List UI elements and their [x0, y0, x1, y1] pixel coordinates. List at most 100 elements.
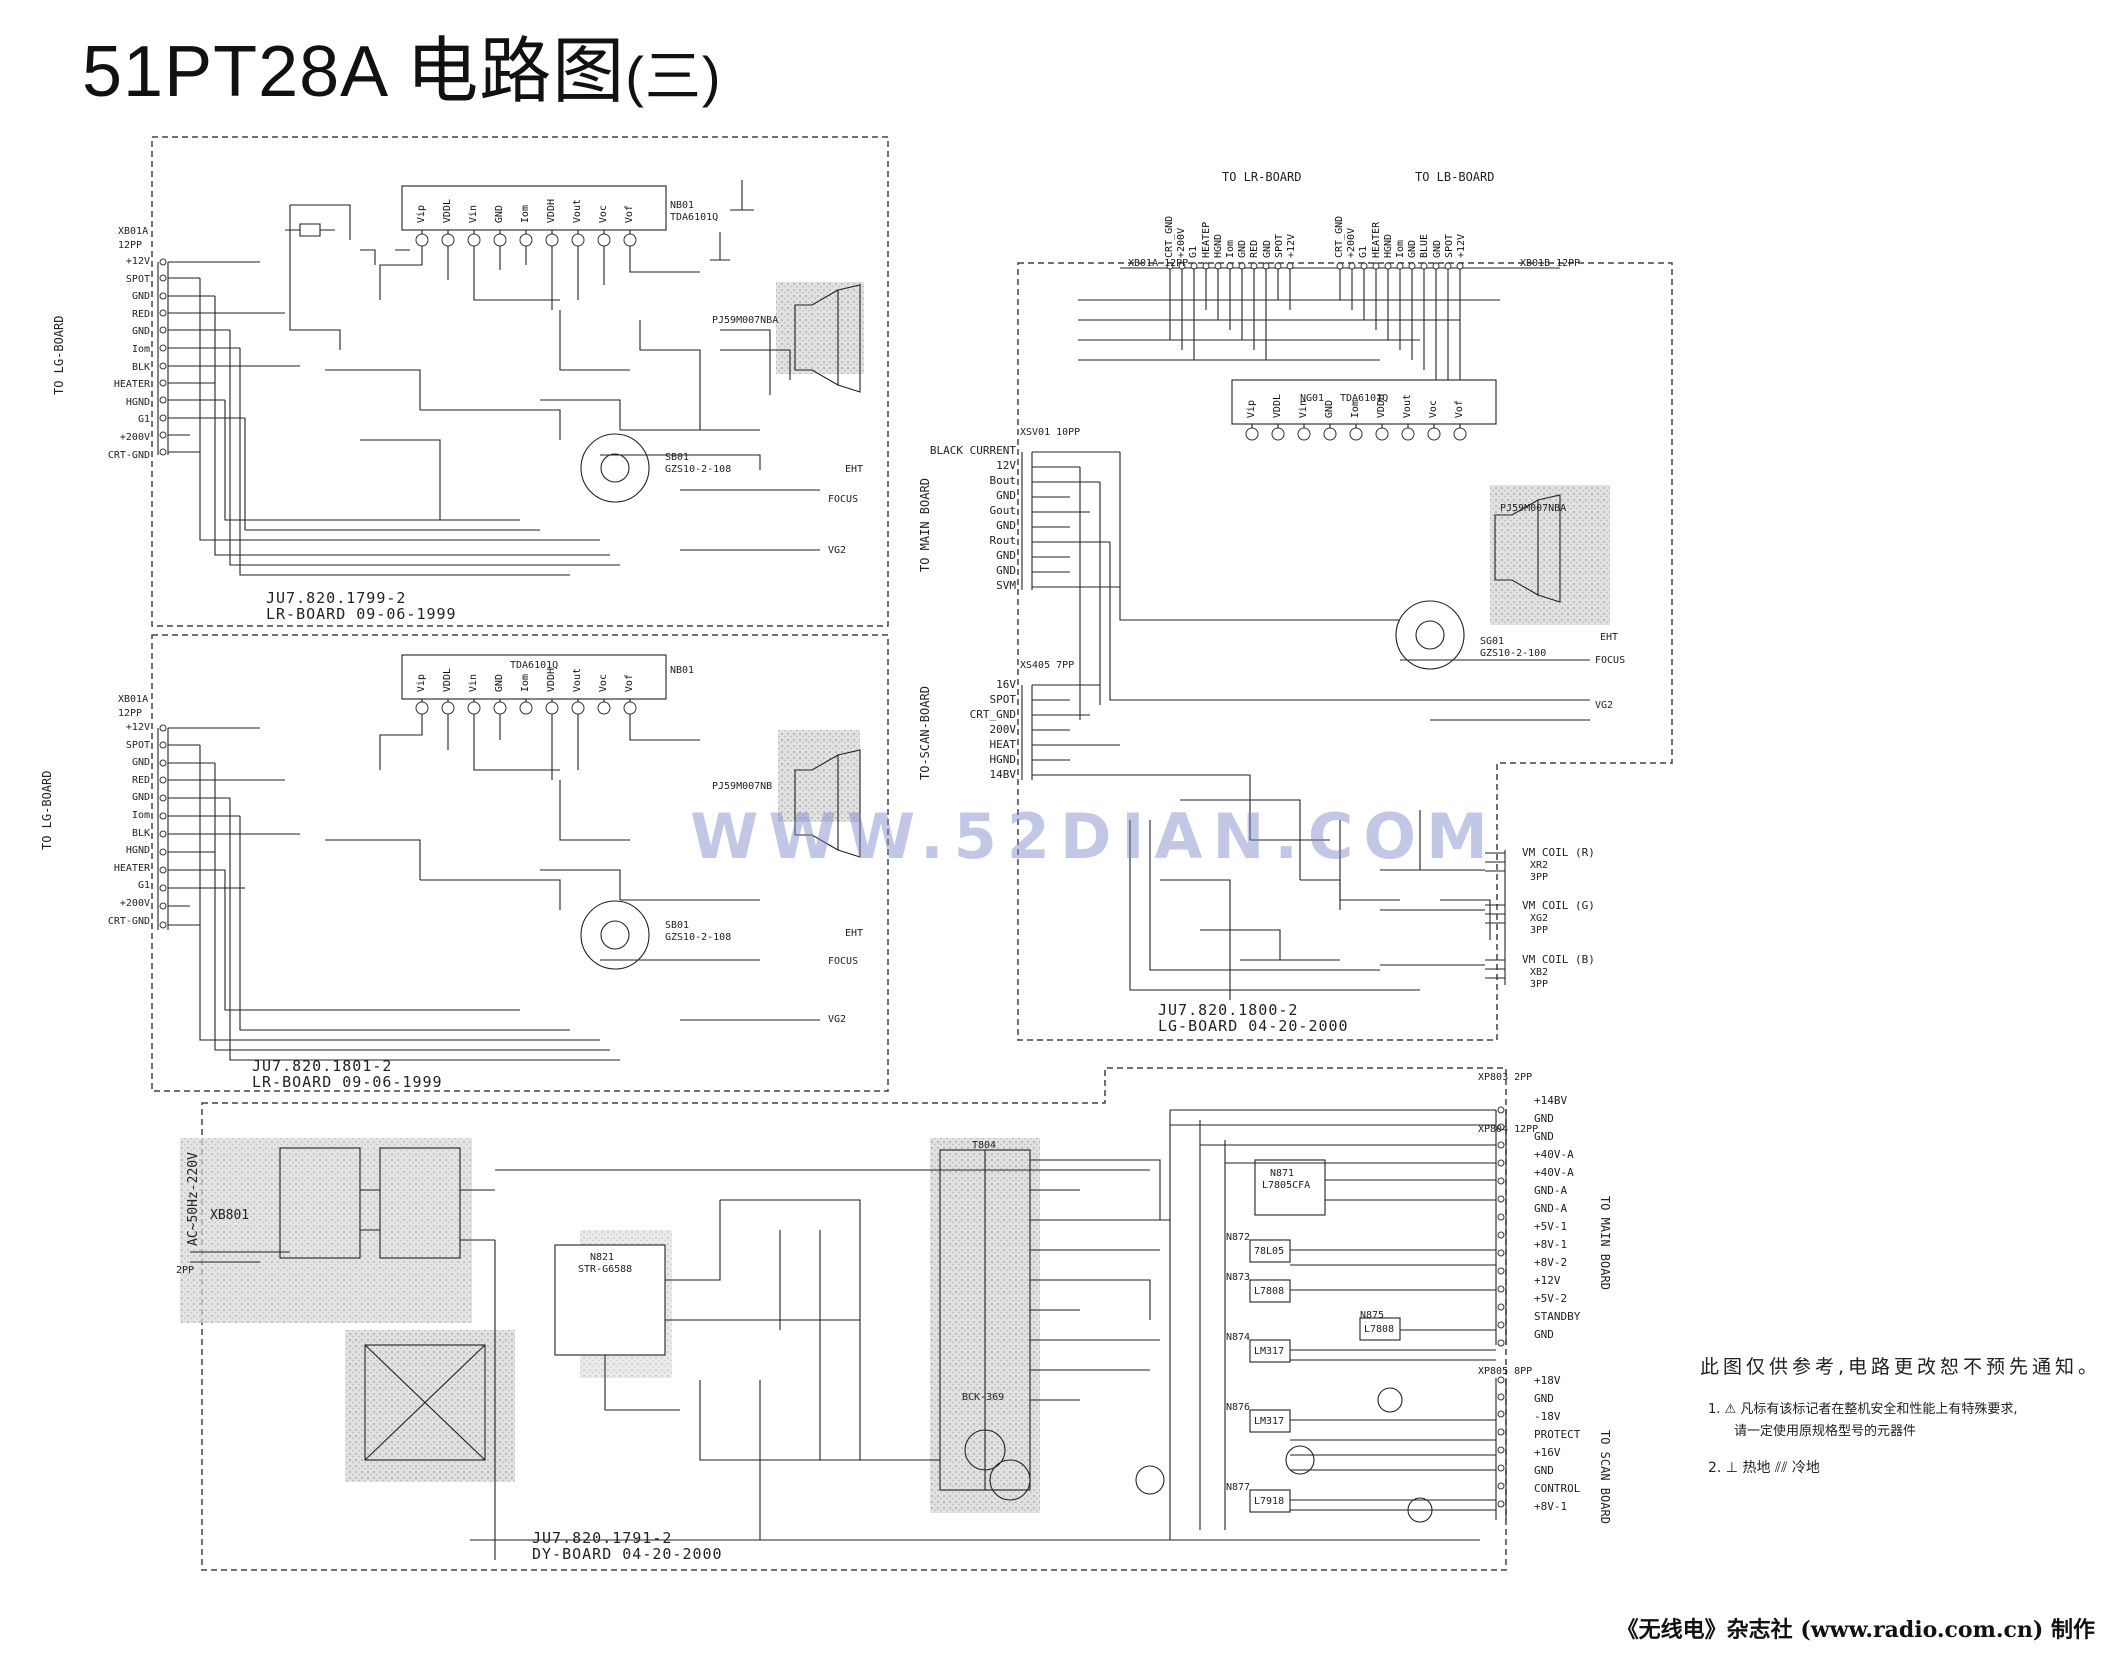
- lg-scan-pin-list: 16V SPOT CRT_GND 200V HEAT HGND 14BV: [930, 677, 1016, 782]
- lg-top-pin: HEATER: [1370, 221, 1382, 258]
- lg-top-pin: +12V: [1285, 233, 1297, 258]
- lr-bottom-pin: BLK: [131, 827, 150, 839]
- lr-bottom-pin: +200V: [119, 897, 150, 909]
- dy-ic-n874: N874: [1226, 1332, 1251, 1343]
- lr-bottom-pin: RED: [131, 774, 150, 786]
- dy-board-name: DY-BOARD 04-20-2000: [532, 1545, 723, 1563]
- lg-top-pin: HEATEP: [1200, 221, 1212, 258]
- notes: 此图仅供参考,电路更改恕不预先通知。 1. ⚠ 凡标有该标记者在整机安全和性能上…: [1700, 1352, 2101, 1479]
- ic-pin-label: VDDL: [442, 199, 453, 224]
- dy-scan-pin: +18V: [1534, 1374, 1561, 1387]
- title-sub: (三): [625, 45, 722, 108]
- ic-pin-label: Vin: [468, 674, 479, 693]
- dy-scan-pin: GND: [1534, 1464, 1554, 1477]
- lg-top-pin: CRT_GND: [1334, 215, 1345, 258]
- lg-top-pin-list-a: CRT_GND +200V G1 HEATEP HGND Iom GND RED…: [1164, 198, 1298, 258]
- lr-bottom-pin: +12V: [125, 722, 150, 733]
- lg-main-pin: SVM: [996, 579, 1016, 592]
- lr-top-pin: HEATER: [113, 379, 150, 391]
- lr-top-tube: PJ59M007NBA: [712, 315, 779, 326]
- lr-top-pin: CRT-GND: [107, 449, 150, 461]
- dy-main-pin: GND-A: [1534, 1184, 1568, 1197]
- dy-scan-pin: +8V-1: [1534, 1500, 1568, 1513]
- lg-coil-g-conn: XG2: [1530, 913, 1549, 924]
- ic-pin-label: GND: [494, 205, 505, 224]
- lr-bottom-pin: CRT-GND: [107, 915, 150, 927]
- lr-bottom-side-label: TO LG-BOARD: [40, 770, 54, 850]
- dy-scan-pin-list: +18V GND -18V PROTECT +16V GND CONTROL +…: [1534, 1372, 1580, 1516]
- lr-top-pin: +12V: [125, 256, 150, 267]
- lg-main-pin: GND: [996, 489, 1016, 502]
- lr-bottom-board-label: JU7.820.1801-2 LR-BOARD 09-06-1999: [252, 1058, 443, 1090]
- lg-top-pin: GND: [1431, 239, 1443, 258]
- dy-scan-pin: -18V: [1534, 1410, 1561, 1423]
- dy-ic-part: STR-G6588: [578, 1264, 633, 1275]
- dy-main-pin: GND-A: [1534, 1202, 1568, 1215]
- lr-bottom-board-code: JU7.820.1801-2: [252, 1057, 393, 1075]
- dy-connector-pins: [1497, 1106, 1505, 1508]
- lr-bottom-ic-pins: Vip VDDL Vin GND Iom VDDH Vout Voc Vof: [416, 668, 650, 692]
- lg-top-pin: RED: [1249, 239, 1261, 258]
- lg-tube: PJ59M007NBA: [1500, 503, 1567, 514]
- ic-pin-label: VDDH: [546, 668, 557, 693]
- notes-line-1: 1. ⚠ 凡标有该标记者在整机安全和性能上有特殊要求,: [1708, 1402, 2018, 1417]
- dy-ic-n873-part: L7808: [1254, 1286, 1285, 1297]
- lr-top-hatch: [776, 282, 864, 374]
- ic-pin-label: Iom: [520, 205, 531, 224]
- lg-socket-ref: SG01: [1480, 636, 1505, 647]
- lg-ic-ref: NG01: [1300, 393, 1325, 404]
- lg-scan-pin: 200V: [989, 723, 1017, 736]
- lg-top-pin: GND: [1407, 239, 1419, 258]
- lr-top-vg2: VG2: [828, 545, 847, 556]
- lr-top-board-outline: [151, 136, 889, 627]
- ic-pin-label: Vof: [624, 205, 635, 224]
- lg-focus: FOCUS: [1595, 655, 1626, 666]
- dy-main-connector-a: XP803 2PP: [1478, 1072, 1533, 1083]
- lr-top-pin: +200V: [119, 431, 150, 443]
- lg-main-pin: Rout: [989, 534, 1017, 547]
- dy-ac-input: AC~50Hz-220V: [186, 1152, 201, 1246]
- lr-top-focus: FOCUS: [828, 494, 859, 505]
- lg-coil-r-conn: XR2: [1530, 860, 1549, 871]
- ic-pin-label: VDDL: [442, 668, 453, 693]
- dy-scan-pin: PROTECT: [1534, 1428, 1581, 1441]
- dy-transformer-part: BCK-369: [962, 1392, 1005, 1403]
- lr-top-pin: GND: [131, 291, 150, 303]
- lg-top-connector-a: XB01A 12PP: [1128, 258, 1189, 269]
- lg-board-outline: [1017, 262, 1673, 1041]
- lg-top-pin: BLUE: [1419, 233, 1431, 258]
- lr-top-pin: GND: [131, 326, 150, 338]
- ic-pin-label: Vip: [1246, 400, 1257, 419]
- lg-main-pin: BLACK CURRENT: [929, 444, 1016, 457]
- lg-coil-b: VM COIL (B): [1522, 953, 1595, 966]
- lg-main-pin: Gout: [989, 504, 1017, 517]
- dy-input-hatch: [180, 1138, 472, 1323]
- lg-board-code: JU7.820.1800-2: [1158, 1001, 1299, 1019]
- lr-bottom-ic-ref: NB01: [670, 665, 695, 676]
- watermark: WWW.52DIAN.COM: [690, 800, 1498, 873]
- dy-main-pin: GND: [1534, 1130, 1554, 1143]
- notes-line-2: 请一定使用原规格型号的元器件: [1734, 1424, 1917, 1439]
- lr-top-eht: EHT: [845, 464, 864, 475]
- lr-bottom-pin: HGND: [125, 845, 150, 857]
- dy-main-pin-list: +14BV GND GND +40V-A +40V-A GND-A GND-A …: [1534, 1092, 1580, 1344]
- dy-board-code: JU7.820.1791-2: [532, 1529, 673, 1547]
- dy-ic-n874-part: LM317: [1254, 1346, 1285, 1357]
- dy-ic-ref: N821: [590, 1252, 615, 1263]
- dy-scan-pin: +16V: [1534, 1446, 1561, 1459]
- lg-top-pin-list-b: CRT_GND +200V G1 HEATER HGND Iom GND BLU…: [1334, 198, 1468, 258]
- lg-top-pin: HGND: [1212, 233, 1224, 258]
- lr-bottom-ic-part: TDA6101Q: [510, 660, 559, 671]
- lg-scan-pin: HGND: [989, 753, 1017, 766]
- ic-pin-label: Voc: [1428, 400, 1439, 419]
- dy-board-outline: [201, 1067, 1507, 1571]
- lg-main-pin: Bout: [989, 474, 1017, 487]
- lr-top-ic-pins: Vip VDDL Vin GND Iom VDDH Vout Voc Vof: [416, 199, 650, 223]
- dy-ic-n872-part: 78L05: [1254, 1246, 1285, 1257]
- dy-ic-n871: N871: [1270, 1168, 1295, 1179]
- lr-top-connector-terminals: [157, 262, 169, 455]
- lr-top-board-name: LR-BOARD 09-06-1999: [266, 605, 457, 623]
- lg-scan-connector: XS405 7PP: [1020, 660, 1075, 671]
- ic-pin-label: Iom: [520, 674, 531, 693]
